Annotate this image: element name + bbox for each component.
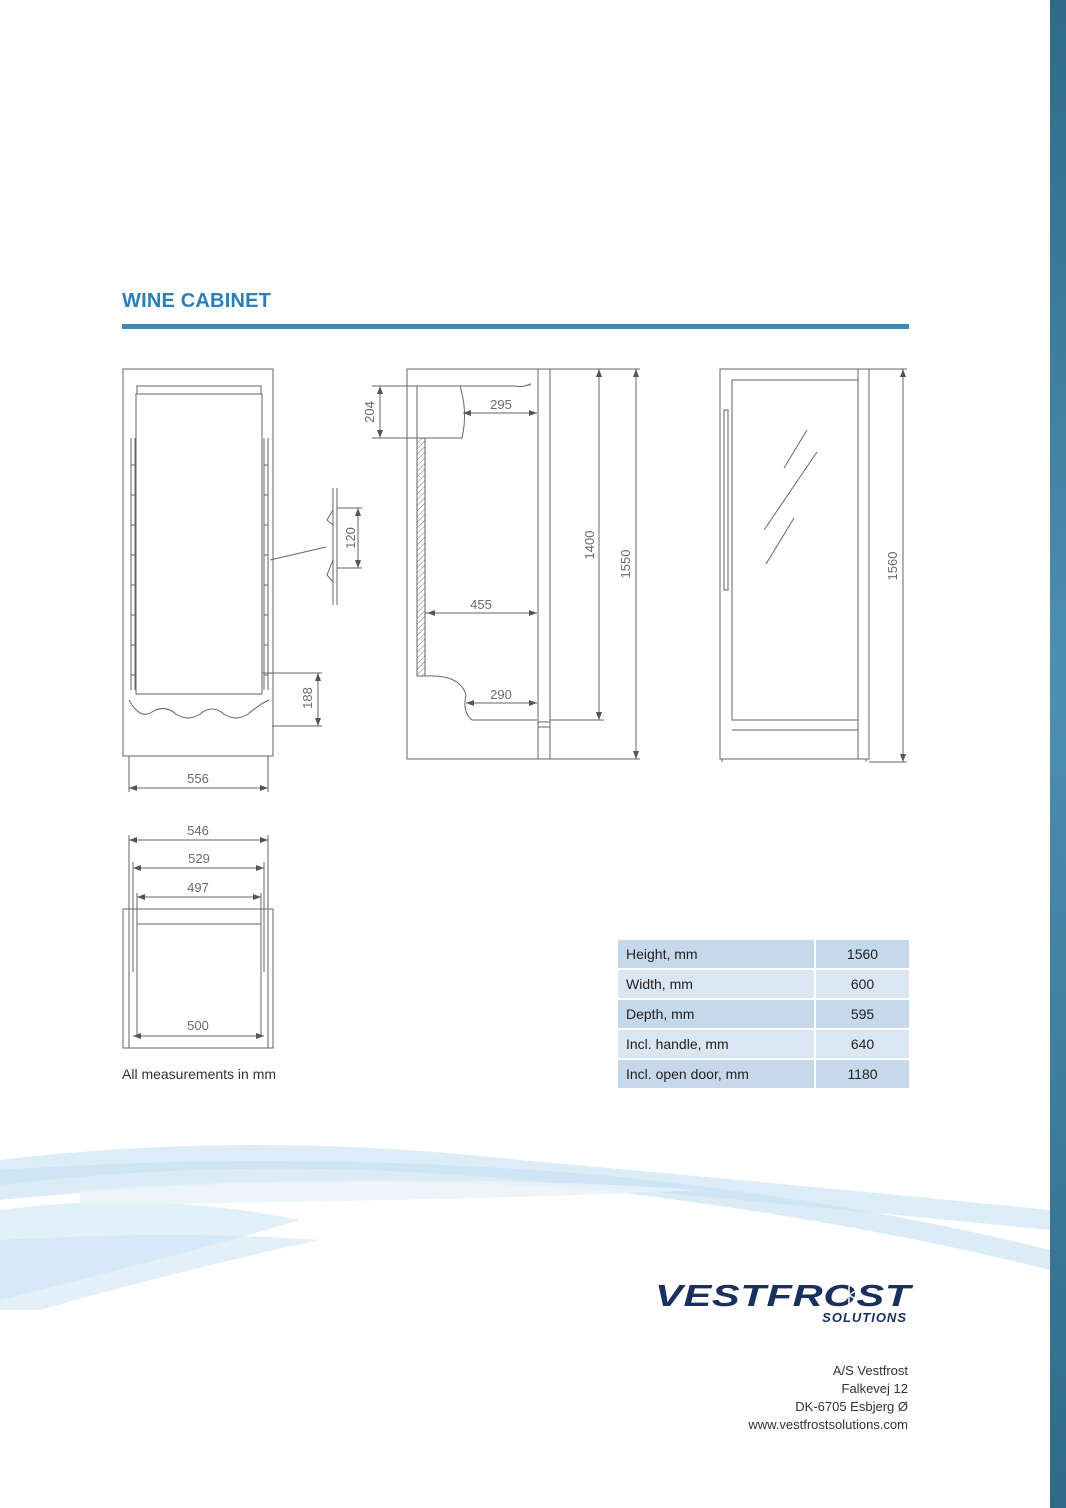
address-web[interactable]: www.vestfrostsolutions.com [748, 1417, 908, 1432]
measurement-note: All measurements in mm [122, 1066, 277, 1082]
spec-label: Height, mm [618, 940, 816, 970]
sidebar-stripe [1050, 0, 1066, 1508]
dim-top-width-inner: 497 [187, 880, 209, 895]
table-row: Incl. handle, mm 640 [618, 1029, 909, 1060]
dim-bottom-shelf-depth: 290 [490, 687, 512, 702]
spec-value: 640 [815, 1029, 909, 1060]
dim-total-height: 1560 [885, 552, 900, 581]
spec-value: 595 [815, 999, 909, 1030]
table-row: Depth, mm 595 [618, 999, 909, 1030]
table-row: Width, mm 600 [618, 969, 909, 1000]
snowflake-icon [840, 1286, 858, 1304]
spec-label: Incl. open door, mm [618, 1059, 816, 1090]
dim-bottom-clearance: 188 [300, 687, 315, 709]
dim-top-width-bottom: 500 [187, 1018, 209, 1033]
dim-top-width-outer: 546 [187, 823, 209, 838]
title-rule [122, 324, 909, 329]
dim-inner-height: 1400 [582, 531, 597, 560]
brand-tagline: SOLUTIONS [822, 1310, 907, 1325]
spec-value: 1560 [815, 940, 909, 970]
dim-shelf-pitch: 120 [343, 527, 358, 549]
door-view [719, 368, 907, 763]
address-company: A/S Vestfrost [832, 1363, 908, 1378]
dim-top-depth: 204 [362, 401, 377, 423]
decorative-waves [0, 1145, 1050, 1310]
top-view [122, 835, 274, 1049]
dim-mid-shelf-depth: 455 [470, 597, 492, 612]
side-view [372, 368, 640, 760]
dim-body-height: 1550 [618, 550, 633, 579]
technical-drawing: 556 120 188 204 295 455 290 1400 1550 [122, 368, 907, 1049]
table-row: Height, mm 1560 [618, 940, 909, 970]
spec-label: Depth, mm [618, 999, 816, 1030]
dim-front-width: 556 [187, 771, 209, 786]
spec-table: Height, mm 1560 Width, mm 600 Depth, mm … [618, 940, 909, 1090]
company-address: A/S Vestfrost Falkevej 12 DK-6705 Esbjer… [748, 1362, 908, 1434]
front-view [122, 368, 362, 792]
table-row: Incl. open door, mm 1180 [618, 1059, 909, 1090]
page-title: WINE CABINET [122, 290, 272, 312]
address-city: DK-6705 Esbjerg Ø [795, 1399, 908, 1414]
spec-label: Width, mm [618, 969, 816, 1000]
spec-value: 1180 [815, 1059, 909, 1090]
spec-value: 600 [815, 969, 909, 1000]
spec-label: Incl. handle, mm [618, 1029, 816, 1060]
address-street: Falkevej 12 [841, 1381, 908, 1396]
dim-top-shelf-depth: 295 [490, 397, 512, 412]
brand-name: VESTFROST [655, 1278, 914, 1313]
vestfrost-logo: VESTFROST SOLUTIONS [655, 1278, 914, 1325]
dim-top-width-mid: 529 [188, 851, 210, 866]
